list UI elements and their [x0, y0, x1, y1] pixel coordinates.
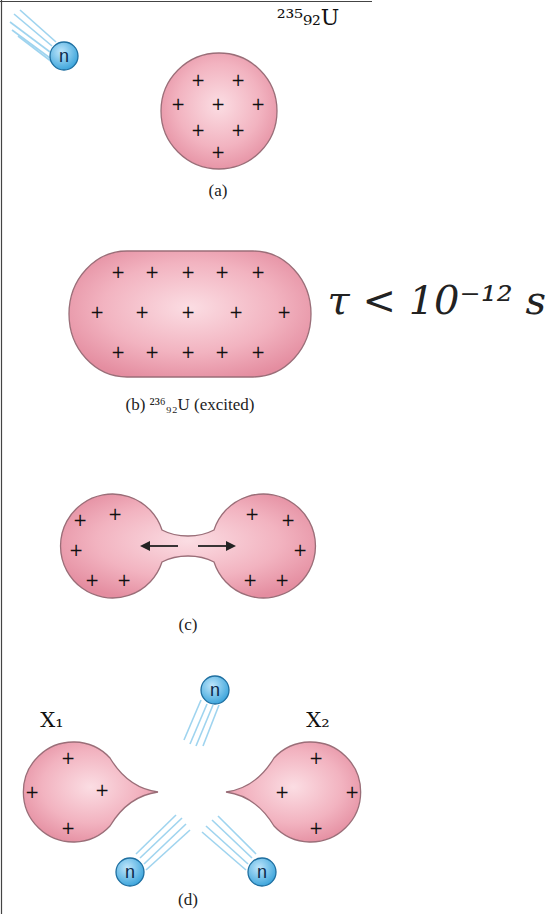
charge-sign: + [293, 542, 307, 559]
nucleus: + + + + + + + + + + + + + + + [68, 250, 312, 378]
charge-sign: + [171, 96, 185, 113]
charge-sign: + [281, 512, 295, 529]
nucleus: X₂++++ [224, 740, 374, 844]
charge-sign: + [215, 344, 229, 361]
neutron: n [49, 41, 79, 71]
nuclide-label: X₂ [306, 710, 329, 731]
charge-sign: + [243, 572, 257, 589]
charge-sign: + [108, 506, 122, 523]
neutron-symbol: n [210, 681, 220, 699]
neutron-symbol: n [125, 863, 135, 881]
charge-sign: + [145, 264, 159, 281]
charge-sign: + [135, 304, 149, 321]
charge-sign: + [309, 750, 323, 767]
charge-sign: + [25, 784, 39, 801]
motion-streaks [10, 10, 56, 62]
motion-streaks [202, 816, 256, 870]
nucleus: ++++++++++ [62, 492, 314, 600]
charge-sign: + [231, 122, 245, 139]
motion-streaks [184, 700, 219, 746]
charge-sign: + [181, 344, 195, 361]
charge-sign: + [229, 304, 243, 321]
charge-sign: + [251, 344, 265, 361]
frame-line [1, 0, 2, 914]
panel-label: (b) ²³⁶₉₂U (excited) [126, 396, 255, 413]
charge-sign: + [277, 304, 291, 321]
charge-sign: + [211, 144, 225, 161]
nuclide-label: X₁ [40, 710, 63, 731]
charge-sign: + [181, 264, 195, 281]
charge-sign: + [211, 96, 225, 113]
separation-arrows [140, 541, 236, 551]
charge-sign: + [275, 572, 289, 589]
nuclide-label: ²³⁵₉₂U [277, 7, 340, 29]
charge-sign: + [251, 264, 265, 281]
panel-label: (a) [209, 182, 228, 199]
charge-sign: + [245, 506, 259, 523]
neutron: n [247, 857, 277, 887]
nucleus: X₁++++ [10, 740, 160, 844]
motion-streaks [136, 815, 190, 870]
charge-sign: + [95, 782, 109, 799]
charge-sign: + [345, 784, 359, 801]
charge-sign: + [61, 750, 75, 767]
charge-sign: + [111, 344, 125, 361]
charge-sign: + [85, 572, 99, 589]
charge-sign: + [275, 784, 289, 801]
charge-sign: + [111, 264, 125, 281]
neutron: n [115, 857, 145, 887]
neutron-symbol: n [257, 863, 267, 881]
charge-sign: + [145, 344, 159, 361]
charge-sign: + [90, 304, 104, 321]
charge-sign: + [215, 264, 229, 281]
neutron: n [200, 675, 230, 705]
nucleus: ²³⁵₉₂U++++++++ [160, 52, 278, 170]
charge-sign: + [231, 72, 245, 89]
charge-sign: + [181, 304, 195, 321]
charge-sign: + [117, 572, 131, 589]
charge-sign: + [69, 542, 83, 559]
charge-sign: + [73, 512, 87, 529]
neutron-symbol: n [59, 47, 69, 65]
charge-sign: + [61, 820, 75, 837]
charge-sign: + [251, 96, 265, 113]
panel-label: (d) [178, 891, 198, 908]
charge-sign: + [191, 122, 205, 139]
frame-line [0, 1, 372, 2]
charge-sign: + [191, 72, 205, 89]
panel-label: (c) [179, 616, 198, 633]
lifetime-note: τ < 10⁻¹² s [328, 280, 546, 320]
charge-sign: + [309, 820, 323, 837]
